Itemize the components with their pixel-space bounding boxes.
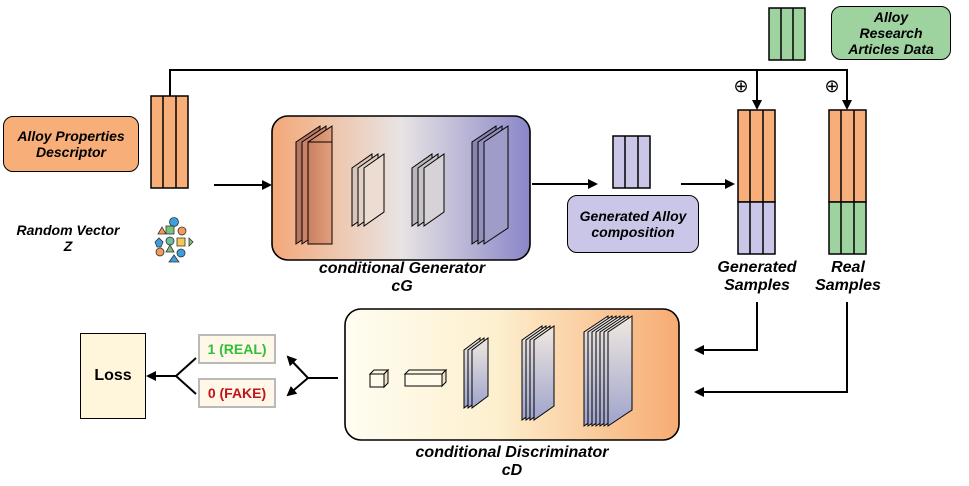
legend-data-label: Alloy Research Articles Data	[831, 6, 951, 60]
samples-to-discriminator-lines	[694, 302, 848, 397]
discriminator-caption: conditional Discriminator cD	[386, 444, 638, 481]
output-fork-arrows	[146, 355, 338, 397]
legend-data-text: Alloy Research Articles Data	[848, 8, 934, 58]
generator-layer-2	[351, 153, 385, 227]
properties-descriptor-box: Alloy Properties Descriptor	[3, 116, 139, 172]
random-vector-icon	[154, 217, 194, 263]
conditioning-lines	[169, 69, 852, 110]
generated-alloy-box: Generated Alloy composition	[567, 195, 699, 253]
discriminator-short-text: cD	[501, 462, 523, 480]
discriminator-layer-2	[403, 368, 448, 388]
fake-output-text: 0 (FAKE)	[207, 384, 267, 401]
real-samples-column	[828, 109, 867, 255]
properties-vector	[150, 95, 189, 189]
loss-text: Loss	[94, 366, 132, 384]
discriminator-layer-5	[583, 315, 633, 427]
generated-samples-column	[737, 109, 776, 255]
generator-layer-1	[295, 125, 333, 245]
generator-short-text: cG	[391, 278, 413, 296]
generated-samples-label: Generated Samples	[717, 259, 797, 295]
discriminator-caption-text: conditional Discriminator	[415, 444, 609, 461]
concat-symbol-generated: ⊕	[733, 76, 749, 96]
generator-block	[271, 115, 531, 261]
discriminator-block	[344, 308, 680, 441]
generator-layer-4	[471, 125, 509, 245]
generated-alloy-vector	[612, 135, 651, 189]
random-vector-label: Random Vector Z	[16, 222, 120, 255]
real-output-text: 1 (REAL)	[207, 340, 267, 357]
properties-descriptor-text: Alloy Properties Descriptor	[17, 127, 125, 160]
real-samples-label: Real Samples	[815, 259, 881, 295]
real-output-box: 1 (REAL)	[198, 334, 276, 364]
loss-box: Loss	[80, 333, 146, 419]
concat-symbol-real: ⊕	[824, 76, 840, 96]
discriminator-layer-1	[368, 368, 390, 389]
generator-caption-text: conditional Generator	[318, 260, 486, 277]
data-strip-icon	[768, 7, 806, 61]
discriminator-layer-4	[521, 325, 555, 421]
generated-alloy-text: Generated Alloy composition	[579, 207, 687, 240]
discriminator-layer-3	[463, 337, 489, 409]
fake-output-box: 0 (FAKE)	[198, 378, 276, 408]
generator-caption: conditional Generator cG	[296, 260, 508, 297]
generator-layer-3	[411, 153, 445, 227]
